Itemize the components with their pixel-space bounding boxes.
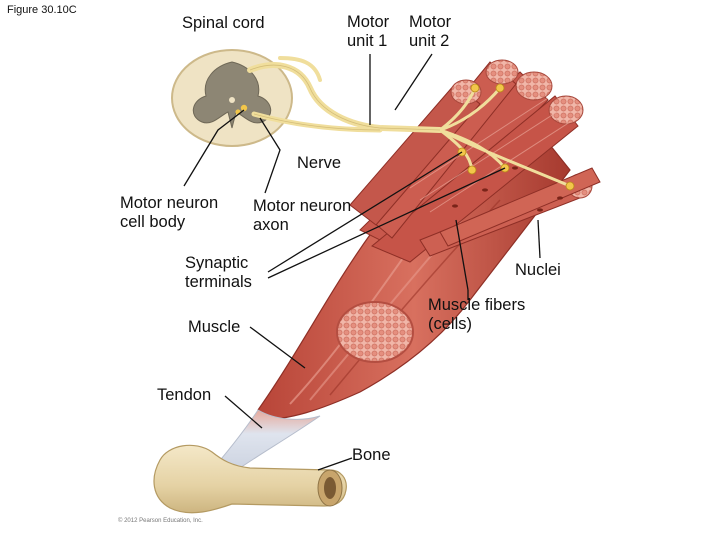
tendon xyxy=(203,409,321,479)
nerve-outline xyxy=(249,64,441,131)
leader-nuclei-2 xyxy=(537,219,541,259)
copyright-notice: © 2012 Pearson Education, Inc. xyxy=(118,518,203,524)
label-tendon: Tendon xyxy=(157,386,212,404)
label-bone: Bone xyxy=(352,446,391,464)
leader-neuron-axon xyxy=(259,117,281,194)
leader-tendon xyxy=(224,395,263,429)
label-nuclei: Nuclei xyxy=(515,261,561,279)
leader-motor-unit-2 xyxy=(394,53,433,111)
label-spinal-cord: Spinal cord xyxy=(182,14,265,32)
label-synaptic-terminals: Synaptic terminals xyxy=(185,254,252,291)
leader-lines xyxy=(183,53,541,471)
leader-synaptic-terminals-2 xyxy=(267,167,506,279)
label-muscle-fibers: Muscle fibers (cells) xyxy=(428,296,526,333)
label-muscle: Muscle xyxy=(188,318,241,336)
label-neuron-cell-body: Motor neuron cell body xyxy=(120,194,219,231)
leader-synaptic-terminals xyxy=(267,151,463,273)
label-motor-unit-1: Motor unit 1 xyxy=(347,13,390,50)
figure-id: Figure 30.10C xyxy=(7,4,77,16)
leader-nuclei xyxy=(455,219,469,291)
label-neuron-axon: Motor neuron axon xyxy=(253,197,352,234)
muscle-fibers xyxy=(349,59,601,263)
spinal-cord-section xyxy=(171,49,293,147)
label-nerve: Nerve xyxy=(297,154,342,172)
leader-muscle xyxy=(249,326,306,369)
label-motor-unit-2: Motor unit 2 xyxy=(409,13,452,50)
leader-bone xyxy=(317,457,353,471)
leader-neuron-cell-body xyxy=(183,109,245,187)
bone xyxy=(153,444,347,514)
